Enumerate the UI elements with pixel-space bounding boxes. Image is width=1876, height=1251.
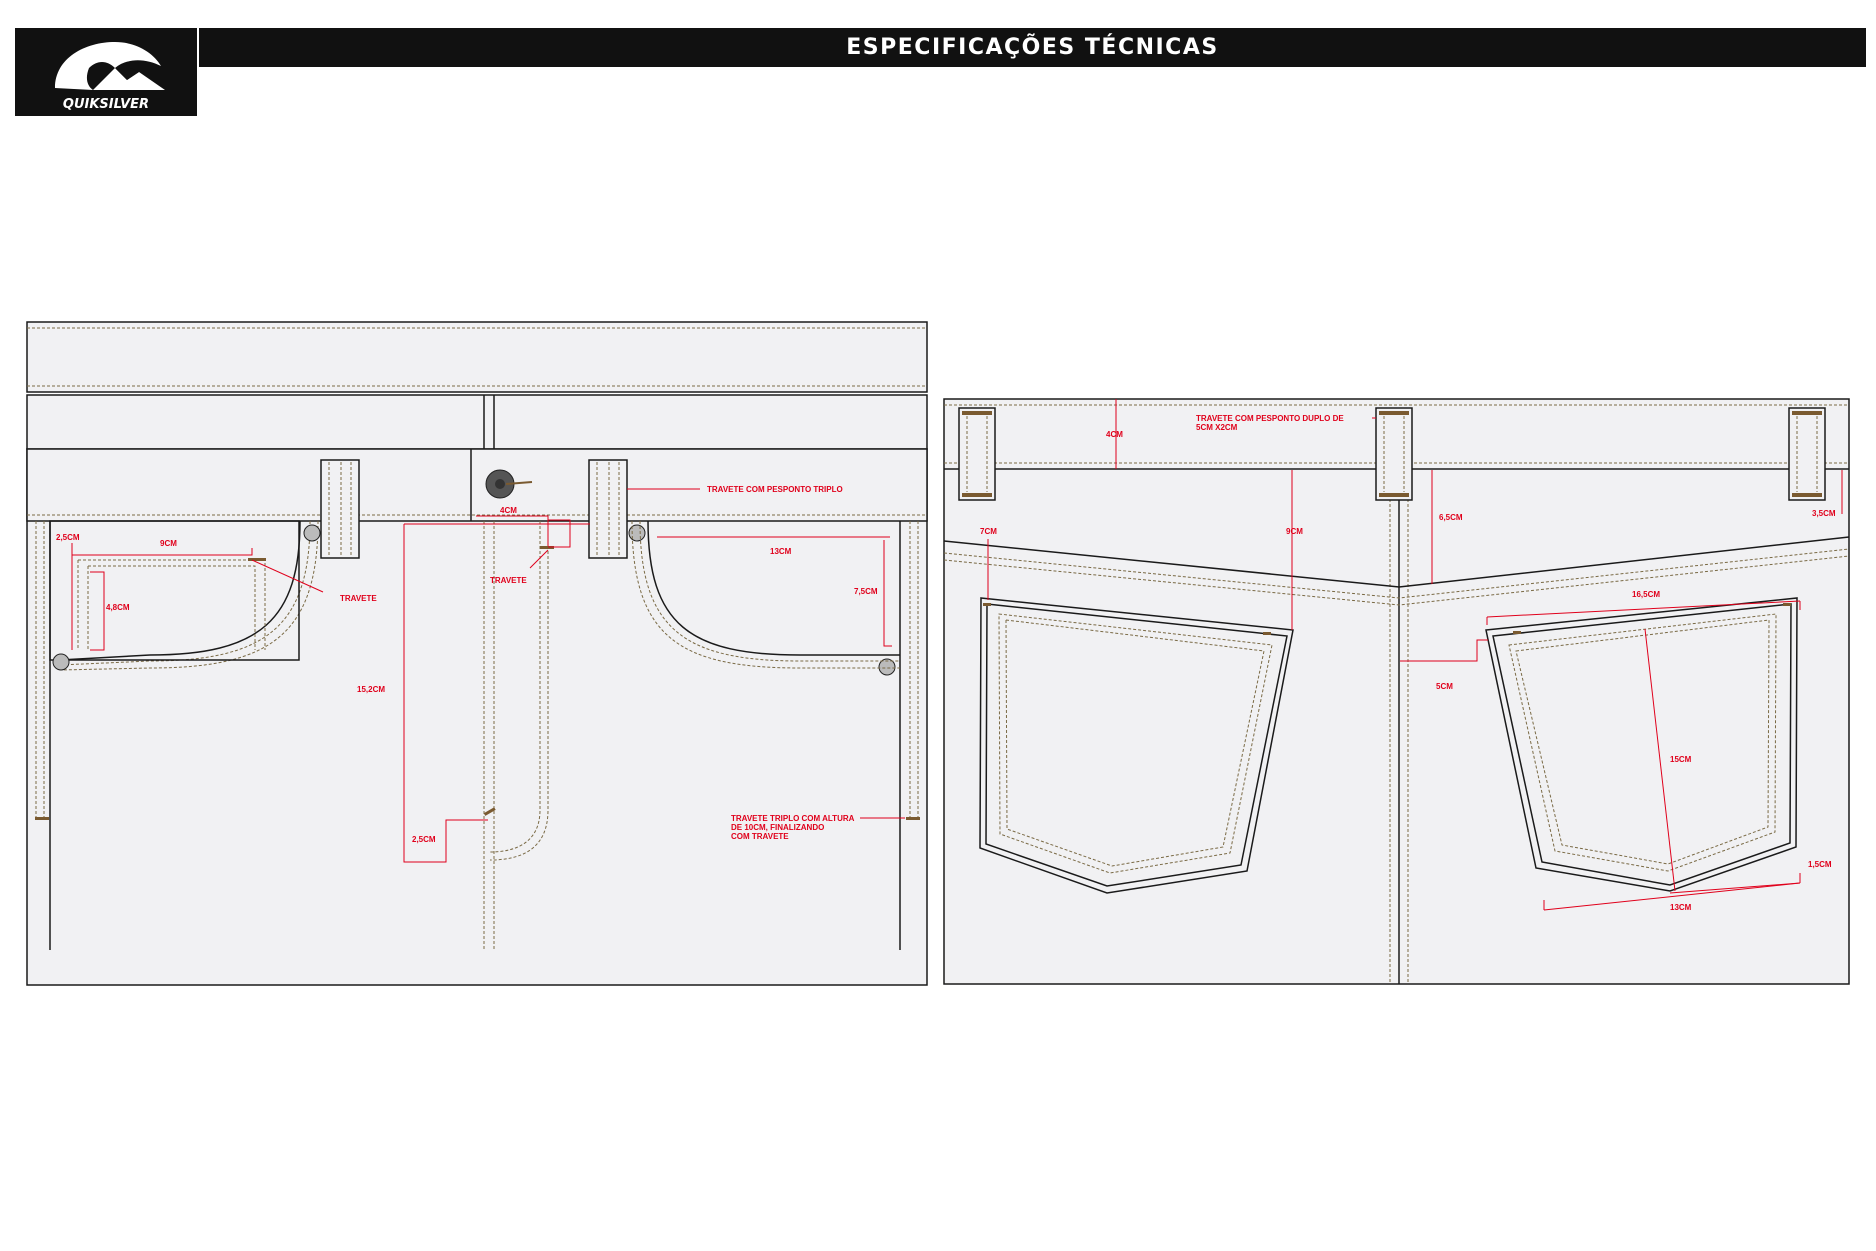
label-side-seam-note: COM TRAVETE	[731, 832, 789, 841]
label-bartack-coin: TRAVETE	[340, 594, 377, 603]
inner-waistband	[26, 394, 928, 450]
belt-loop	[320, 459, 360, 559]
label-waistband-height: 4CM	[1106, 430, 1123, 439]
rivet-icon	[303, 524, 321, 542]
front-waistband	[26, 448, 928, 522]
label-coin-height: 2,5CM	[56, 533, 80, 542]
brand-logo: QUIKSILVER	[15, 28, 197, 116]
rivet-icon	[878, 658, 896, 676]
page-title: ESPECIFICAÇÕES TÉCNICAS	[846, 35, 1219, 60]
label-yoke-left: 7CM	[980, 527, 997, 536]
label-bartack-fly: TRAVETE	[490, 576, 527, 585]
header-bar: ESPECIFICAÇÕES TÉCNICAS	[199, 28, 1866, 67]
label-pocket-bottom-width: 13CM	[1670, 903, 1692, 912]
label-coin-depth: 4,8CM	[106, 603, 130, 612]
waistband-strip	[26, 321, 928, 393]
rivet-icon	[628, 524, 646, 542]
label-coin-width: 9CM	[160, 539, 177, 548]
rivet-icon	[52, 653, 70, 671]
label-pocket-top-width: 16,5CM	[1632, 590, 1660, 599]
label-pocket-length: 15CM	[1670, 755, 1692, 764]
label-side-seam-note: DE 10CM, FINALIZANDO	[731, 823, 824, 832]
label-yoke-right: 3,5CM	[1812, 509, 1836, 518]
label-pocket-offset: 5CM	[1436, 682, 1453, 691]
back-view: 4CM TRAVETE COM PESPONTO DUPLO DE 5CM X2…	[943, 398, 1850, 985]
label-pocket-pos: 9CM	[1286, 527, 1303, 536]
label-center-loop-note: TRAVETE COM PESPONTO DUPLO DE	[1196, 414, 1344, 423]
label-yoke-center: 6,5CM	[1439, 513, 1463, 522]
label-center-loop-note: 5CM X2CM	[1196, 423, 1238, 432]
label-fly-length: 15,2CM	[357, 685, 385, 694]
label-bartack-loop: TRAVETE COM PESPONTO TRIPLO	[707, 485, 843, 494]
coin-pocket	[49, 520, 300, 661]
belt-loop	[1788, 407, 1826, 501]
left-back-pocket	[979, 597, 1294, 894]
label-side-seam-note: TRAVETE TRIPLO COM ALTURA	[731, 814, 855, 823]
belt-loop	[958, 407, 996, 501]
belt-loop	[1375, 407, 1413, 501]
left-pocket-opening	[59, 520, 301, 661]
front-view: 2,5CM 9CM 4,8CM TRAVETE 4CM TRAVETE 15,2…	[26, 321, 928, 986]
front-body	[26, 448, 928, 986]
label-fly-curve: 2,5CM	[412, 835, 436, 844]
label-pocket-width: 13CM	[770, 547, 792, 556]
label-pocket-depth: 7,5CM	[854, 587, 878, 596]
right-pocket-opening	[647, 520, 900, 656]
label-fly-width: 4CM	[500, 506, 517, 515]
quiksilver-wave-icon: QUIKSILVER	[55, 42, 165, 112]
brand-name: QUIKSILVER	[63, 97, 149, 112]
label-pocket-point: 1,5CM	[1808, 860, 1832, 869]
belt-loop	[588, 459, 628, 559]
